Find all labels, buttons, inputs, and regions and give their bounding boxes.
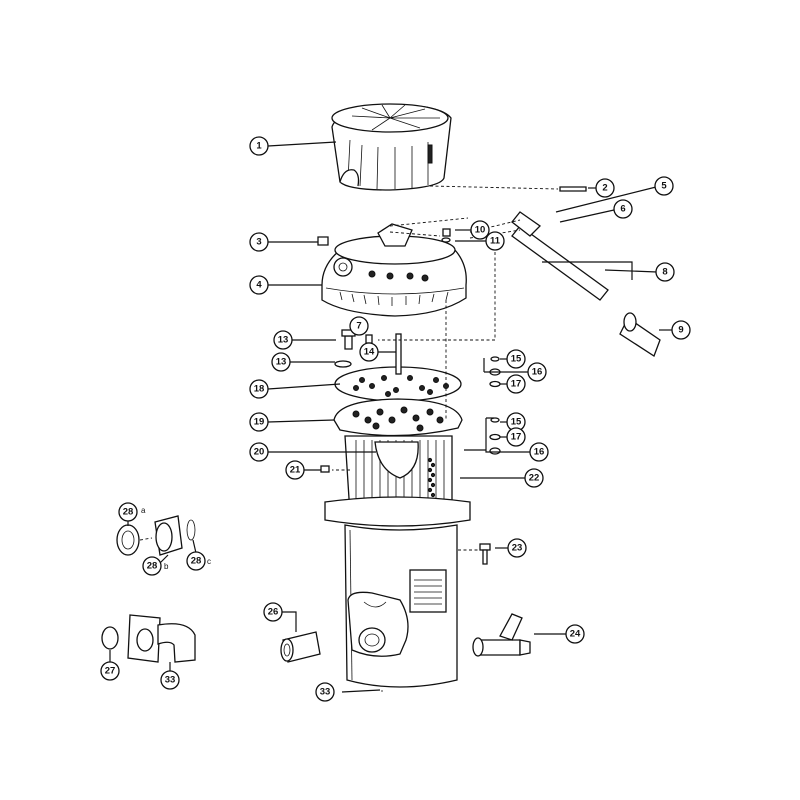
svg-text:5: 5 [661, 181, 667, 192]
svg-text:16: 16 [534, 447, 545, 458]
svg-text:33: 33 [165, 675, 176, 686]
callout-5: 5 [654, 176, 674, 196]
callout-33-left: 33 [160, 670, 180, 690]
callout-17-bottom: 17 [506, 427, 526, 447]
callout-24: 24 [565, 624, 585, 644]
callout-18: 18 [249, 379, 269, 399]
callout-3: 3 [249, 232, 269, 252]
callout-9: 9 [671, 320, 691, 340]
callout-14: 14 [359, 342, 379, 362]
callout-27: 27 [100, 661, 120, 681]
callout-28a: 28 [118, 502, 138, 522]
svg-text:1: 1 [256, 141, 262, 152]
callout-15-top: 15 [506, 349, 526, 369]
callout-2: 2 [595, 178, 615, 198]
callout-23: 23 [507, 538, 527, 558]
callout-22: 22 [524, 468, 544, 488]
leader-lines [109, 141, 672, 693]
svg-text:13: 13 [276, 357, 287, 368]
part-cover [331, 103, 452, 191]
svg-text:15: 15 [511, 417, 522, 428]
callout-28b: 28 [142, 556, 162, 576]
svg-text:26: 26 [268, 607, 279, 618]
svg-text:23: 23 [512, 543, 523, 554]
svg-text:14: 14 [364, 347, 375, 358]
svg-text:24: 24 [570, 629, 581, 640]
callout-13-bottom: 13 [271, 352, 291, 372]
svg-text:13: 13 [278, 335, 289, 346]
callout-19: 19 [249, 412, 269, 432]
svg-text:10: 10 [475, 225, 486, 236]
svg-text:27: 27 [105, 666, 116, 677]
part-manifold-plate [333, 398, 463, 437]
svg-text:15: 15 [511, 354, 522, 365]
sublabel-28b: b [164, 562, 169, 571]
svg-text:11: 11 [490, 236, 501, 247]
sublabel-28a: a [141, 506, 146, 515]
callout-10: 10 [470, 220, 490, 240]
part-small-hardware [317, 186, 587, 565]
callout-8: 8 [655, 262, 675, 282]
callout-1: 1 [249, 136, 269, 156]
callout-26: 26 [263, 602, 283, 622]
svg-text:17: 17 [511, 432, 522, 443]
callout-20: 20 [249, 442, 269, 462]
svg-text:22: 22 [529, 473, 540, 484]
svg-text:3: 3 [256, 237, 261, 248]
svg-text:28: 28 [123, 507, 134, 518]
svg-text:7: 7 [356, 321, 361, 332]
svg-text:20: 20 [254, 447, 265, 458]
part-fitting [280, 631, 321, 663]
callout-21: 21 [285, 460, 305, 480]
svg-text:6: 6 [620, 204, 625, 215]
callout-33-bottom: 33 [315, 682, 335, 702]
svg-text:28: 28 [191, 556, 202, 567]
callout-7: 7 [349, 316, 369, 336]
svg-text:17: 17 [511, 379, 522, 390]
svg-text:21: 21 [290, 465, 301, 476]
part-tank-body [324, 496, 471, 692]
part-elbow-fitting [101, 614, 196, 663]
assembly-lines [332, 185, 559, 551]
callout-28c: 28 [186, 551, 206, 571]
callout-6: 6 [613, 199, 633, 219]
svg-text:28: 28 [147, 561, 158, 572]
callout-11: 11 [485, 231, 505, 251]
callout-4: 4 [249, 275, 269, 295]
svg-text:19: 19 [254, 417, 265, 428]
part-tool-handle [511, 211, 661, 357]
part-union-gauge [116, 515, 196, 556]
part-filter-head [321, 223, 467, 317]
svg-text:8: 8 [662, 267, 667, 278]
callout-17-top: 17 [506, 374, 526, 394]
svg-text:2: 2 [602, 183, 607, 194]
part-drain-valve [472, 613, 531, 657]
svg-text:33: 33 [320, 687, 331, 698]
svg-text:9: 9 [678, 325, 683, 336]
sublabel-28c: c [207, 557, 211, 566]
callout-13-top: 13 [273, 330, 293, 350]
svg-text:18: 18 [254, 384, 265, 395]
svg-text:16: 16 [532, 367, 543, 378]
callout-16-top: 16 [527, 362, 547, 382]
callout-16-bottom: 16 [529, 442, 549, 462]
svg-text:4: 4 [256, 280, 262, 291]
